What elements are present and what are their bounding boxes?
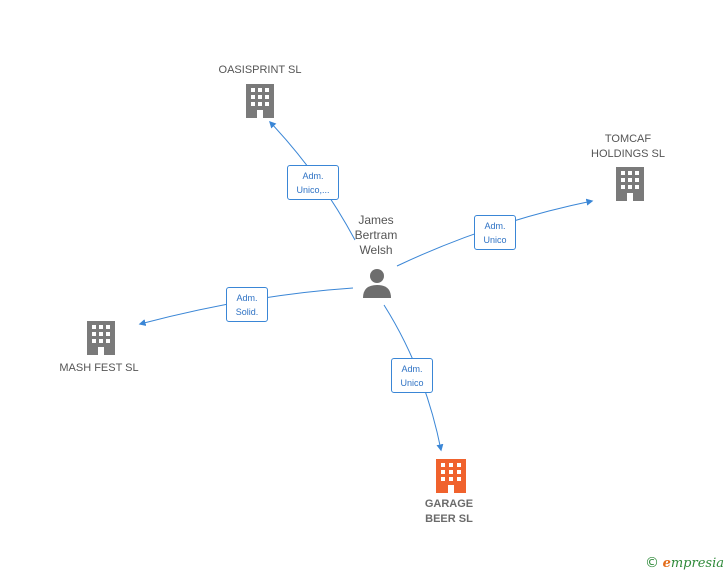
building-icon[interactable]	[616, 167, 644, 201]
edge-label-line: Solid.	[235, 307, 259, 317]
edge-label-line: Unico	[483, 235, 507, 245]
company-label-tomcaf[interactable]: TOMCAF HOLDINGS SL	[578, 132, 678, 162]
edge-label-mashfest[interactable]: Adm. Solid.	[226, 287, 268, 322]
company-label-garagebeer[interactable]: GARAGE BEER SL	[404, 497, 494, 527]
edge-label-line: Adm.	[401, 364, 423, 374]
company-name-line: HOLDINGS SL	[591, 148, 665, 160]
building-icon[interactable]	[246, 84, 274, 118]
company-name-line: MASH FEST SL	[59, 362, 139, 374]
company-name-line: BEER SL	[425, 513, 473, 525]
edge-label-oasisprint[interactable]: Adm. Unico,...	[287, 165, 339, 200]
company-name-line: TOMCAF	[604, 133, 652, 145]
edge-label-line: Adm.	[302, 171, 324, 181]
company-label-mashfest[interactable]: MASH FEST SL	[44, 361, 154, 376]
company-name-line: OASISPRINT SL	[218, 64, 302, 76]
company-label-oasisprint[interactable]: OASISPRINT SL	[200, 63, 320, 78]
person-name-line: Welsh	[359, 243, 393, 257]
company-name-line: GARAGE	[424, 498, 474, 510]
edge-label-line: Unico,...	[296, 185, 330, 195]
building-icon-focus[interactable]	[436, 459, 466, 493]
edge-label-line: Adm.	[236, 293, 258, 303]
edge-label-tomcaf[interactable]: Adm. Unico	[474, 215, 516, 250]
brand-initial: e	[662, 556, 671, 571]
brand-name: mpresia	[670, 556, 724, 571]
edge-label-line: Unico	[400, 378, 424, 388]
person-name-line: James	[358, 213, 394, 227]
copyright-symbol: ©	[644, 555, 659, 571]
person-name-line: Bertram	[354, 228, 398, 242]
empresia-logo: © empresia	[645, 555, 724, 571]
edge-label-line: Adm.	[484, 221, 506, 231]
person-icon[interactable]	[363, 269, 391, 298]
person-name-label[interactable]: James Bertram Welsh	[340, 213, 412, 258]
building-icon[interactable]	[87, 321, 115, 355]
edge-label-garagebeer[interactable]: Adm. Unico	[391, 358, 433, 393]
